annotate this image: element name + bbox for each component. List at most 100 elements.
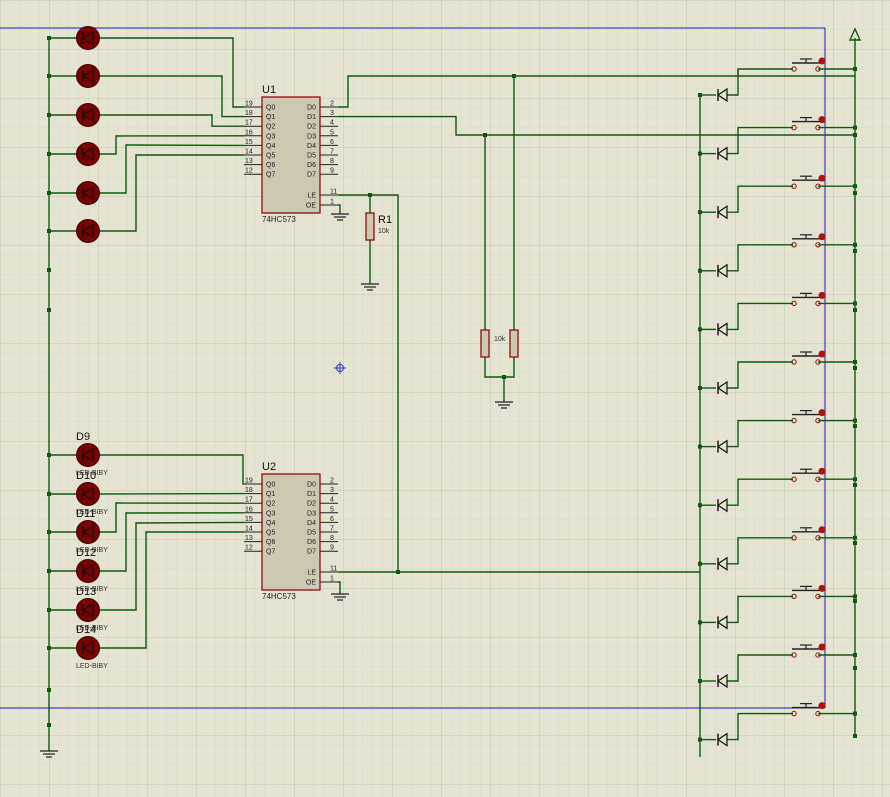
junction-dot bbox=[853, 483, 857, 487]
wire bbox=[100, 114, 244, 127]
push-button[interactable] bbox=[791, 467, 826, 482]
led-ref: D12 bbox=[76, 547, 96, 559]
junction-dot bbox=[47, 569, 51, 573]
wire bbox=[727, 68, 793, 96]
button-indicator[interactable] bbox=[818, 467, 826, 475]
resistor-r1[interactable] bbox=[365, 212, 375, 241]
button-indicator[interactable] bbox=[818, 116, 826, 124]
wire bbox=[100, 37, 244, 108]
push-button[interactable] bbox=[791, 584, 826, 600]
led-body[interactable] bbox=[76, 181, 100, 205]
pin-name: D5 bbox=[307, 153, 316, 160]
pin-number: 15 bbox=[245, 139, 253, 146]
wire bbox=[100, 75, 244, 118]
resistor-body[interactable] bbox=[509, 329, 519, 358]
led-top-4[interactable] bbox=[76, 142, 100, 166]
button-indicator[interactable] bbox=[818, 584, 826, 592]
push-button[interactable] bbox=[791, 233, 826, 248]
resistor-pull-2[interactable] bbox=[509, 329, 519, 358]
resistor-pull-1[interactable] bbox=[480, 329, 490, 358]
led-top-1[interactable] bbox=[76, 26, 100, 50]
led-ref: D14 bbox=[76, 624, 96, 636]
led-arrow bbox=[81, 447, 94, 463]
pin-name: D5 bbox=[307, 530, 316, 537]
button-indicator[interactable] bbox=[818, 174, 826, 182]
wire bbox=[338, 581, 341, 588]
led-part: LED-BIBY bbox=[76, 470, 108, 477]
push-button[interactable] bbox=[791, 174, 826, 189]
pin-number: 19 bbox=[245, 101, 253, 108]
button-indicator[interactable] bbox=[818, 57, 826, 65]
led-arrow bbox=[81, 185, 94, 201]
led-body[interactable] bbox=[76, 520, 100, 544]
pin-number: 19 bbox=[245, 478, 253, 485]
pin-number: 6 bbox=[330, 139, 334, 146]
led-bottom-4[interactable] bbox=[76, 559, 100, 583]
push-button[interactable] bbox=[791, 643, 826, 658]
pin-number: 7 bbox=[330, 526, 334, 533]
led-bottom-2[interactable] bbox=[76, 482, 100, 506]
pin-name: D6 bbox=[307, 539, 316, 546]
led-top-5[interactable] bbox=[76, 181, 100, 205]
resistor-body[interactable] bbox=[365, 212, 375, 241]
push-button[interactable] bbox=[791, 350, 826, 365]
led-body[interactable] bbox=[76, 559, 100, 583]
led-bottom-6[interactable] bbox=[76, 636, 100, 660]
components[interactable] bbox=[40, 26, 862, 758]
button-contact bbox=[791, 300, 797, 307]
pin-number: 8 bbox=[330, 158, 334, 165]
led-bottom-3[interactable] bbox=[76, 520, 100, 544]
button-indicator[interactable] bbox=[818, 233, 826, 241]
chip-body[interactable] bbox=[261, 96, 321, 214]
led-arrow bbox=[81, 524, 94, 540]
push-button[interactable] bbox=[791, 291, 826, 307]
led-bottom-5[interactable] bbox=[76, 598, 100, 622]
push-button[interactable] bbox=[791, 526, 826, 541]
push-button[interactable] bbox=[791, 57, 826, 72]
led-top-6[interactable] bbox=[76, 219, 100, 243]
pin-name: D7 bbox=[307, 172, 316, 179]
led-body[interactable] bbox=[76, 142, 100, 166]
button-indicator[interactable] bbox=[818, 409, 826, 417]
wire bbox=[484, 357, 515, 378]
component-labels: D9LED-BIBYD10LED-BIBYD11LED-BIBYD12LED-B… bbox=[76, 84, 506, 670]
wire bbox=[338, 204, 341, 208]
junction-dot bbox=[47, 492, 51, 496]
wire bbox=[727, 126, 793, 155]
pin-name: Q3 bbox=[266, 510, 275, 517]
power-terminal[interactable] bbox=[848, 27, 862, 41]
button-indicator[interactable] bbox=[818, 702, 826, 710]
push-button[interactable] bbox=[791, 116, 826, 131]
led-top-2[interactable] bbox=[76, 64, 100, 88]
led-body[interactable] bbox=[76, 103, 100, 127]
led-top-3[interactable] bbox=[76, 103, 100, 127]
led-body[interactable] bbox=[76, 26, 100, 50]
led-bottom-1[interactable] bbox=[76, 443, 100, 467]
led-body[interactable] bbox=[76, 598, 100, 622]
push-button[interactable] bbox=[791, 409, 826, 424]
chip-u2[interactable] bbox=[244, 473, 338, 591]
button-indicator[interactable] bbox=[818, 350, 826, 358]
led-body[interactable] bbox=[76, 64, 100, 88]
resistor-body[interactable] bbox=[480, 329, 490, 358]
button-indicator[interactable] bbox=[818, 526, 826, 534]
button-indicator[interactable] bbox=[818, 643, 826, 651]
push-button[interactable] bbox=[791, 702, 826, 717]
pin-number: 13 bbox=[245, 158, 253, 165]
junction-dot bbox=[698, 210, 702, 215]
chip-u1[interactable] bbox=[244, 96, 338, 214]
led-arrow bbox=[81, 640, 94, 656]
led-body[interactable] bbox=[76, 482, 100, 506]
junction-dot bbox=[853, 366, 857, 370]
diode-triangle bbox=[716, 380, 728, 396]
led-ref: D9 bbox=[76, 431, 90, 443]
button-indicator[interactable] bbox=[818, 291, 826, 299]
ground-symbol bbox=[361, 278, 379, 291]
led-body[interactable] bbox=[76, 443, 100, 467]
led-body[interactable] bbox=[76, 636, 100, 660]
pin-number: 2 bbox=[330, 101, 334, 108]
junction-dot bbox=[853, 184, 857, 189]
led-body[interactable] bbox=[76, 219, 100, 243]
